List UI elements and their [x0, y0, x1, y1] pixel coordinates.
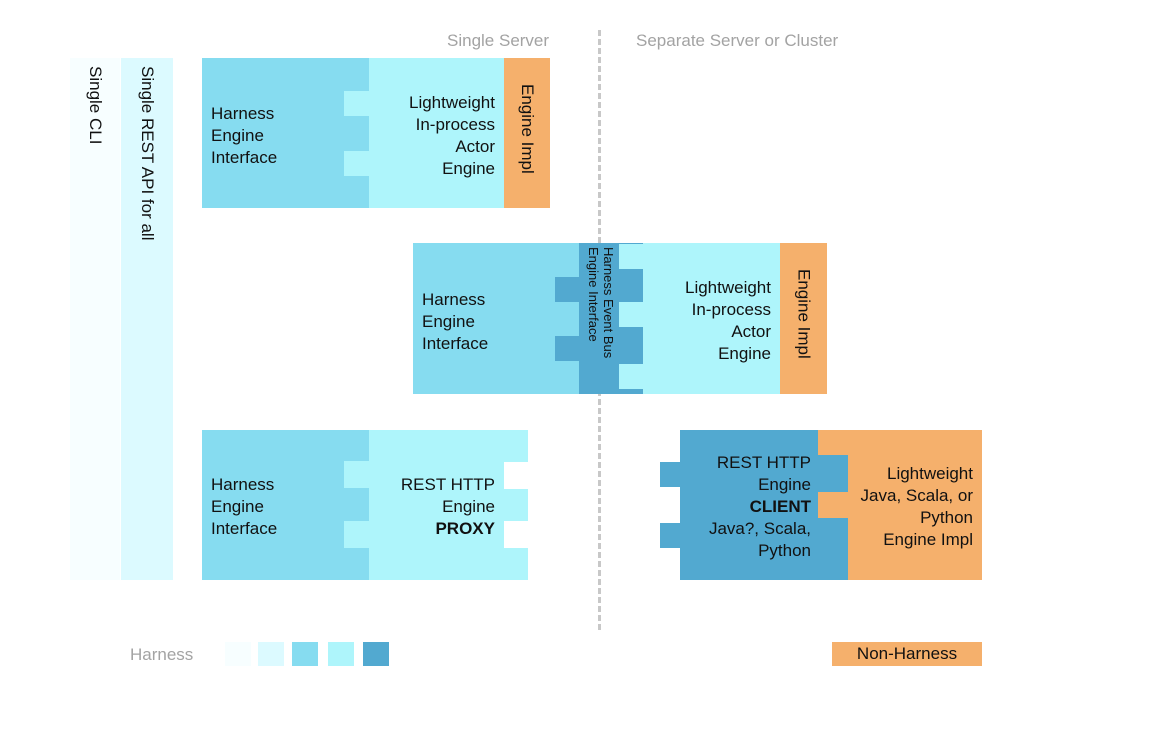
- row3-client-text: REST HTTP Engine CLIENT Java?, Scala, Py…: [708, 453, 811, 560]
- row2-bus-text: Harness Event Bus Engine Interface: [586, 247, 616, 359]
- header-single-server: Single Server: [447, 31, 550, 50]
- row3-impl-tooth: [818, 430, 848, 455]
- row1-actor-text: Lightweight In-process Actor Engine: [408, 93, 495, 178]
- single-rest-api-label: Single REST API for all: [138, 66, 157, 241]
- legend-non-harness: Non-Harness: [832, 642, 982, 666]
- row2-engine-impl: Engine Impl: [780, 243, 827, 394]
- legend-swatch-4: [328, 642, 354, 666]
- row2-tooth: [555, 336, 579, 361]
- row3-tooth: [344, 521, 369, 548]
- row3-interface-text: Harness Engine Interface: [211, 475, 278, 538]
- row1-interface-text: Harness Engine Interface: [211, 104, 278, 167]
- row2-interface-block: [413, 243, 579, 394]
- row3-impl-tooth: [818, 492, 848, 518]
- legend-harness-label: Harness: [130, 645, 194, 664]
- single-cli-bar: Single CLI: [70, 58, 120, 580]
- legend-swatch-3: [292, 642, 318, 666]
- row1-interface-block: [202, 58, 369, 208]
- row3-client-tooth: [660, 462, 680, 487]
- row3-impl-block: [848, 430, 982, 580]
- row2-tooth: [619, 302, 643, 327]
- row3-tooth: [344, 461, 369, 488]
- row2-actor-block: [643, 243, 780, 394]
- row1-engine-impl: Engine Impl: [504, 58, 550, 208]
- row3-interface-block: [202, 430, 369, 580]
- row3-impl-text: Lightweight Java, Scala, or Python Engin…: [860, 464, 973, 549]
- legend-swatch-5: [363, 642, 389, 666]
- row2-tooth: [555, 277, 579, 302]
- row1-tooth: [344, 91, 369, 116]
- row3-proxy-text: REST HTTP Engine PROXY: [400, 475, 495, 538]
- row3-notch: [504, 462, 528, 489]
- row3-proxy-block: [369, 430, 528, 580]
- row3-client-tooth: [660, 523, 680, 548]
- row2-tooth: [619, 364, 643, 389]
- legend-swatch-2: [258, 642, 284, 666]
- header-separate-server: Separate Server or Cluster: [636, 31, 839, 50]
- single-rest-api-bar: Single REST API for all: [121, 58, 173, 580]
- row2-actor-text: Lightweight In-process Actor Engine: [684, 278, 771, 363]
- row2-tooth: [619, 244, 643, 269]
- row1-tooth: [344, 151, 369, 176]
- legend-swatch-1: [225, 642, 251, 666]
- row2-interface-text: Harness Engine Interface: [422, 290, 489, 353]
- row3-notch: [504, 521, 528, 548]
- row1-actor-block: [369, 58, 504, 208]
- single-cli-label: Single CLI: [86, 66, 105, 145]
